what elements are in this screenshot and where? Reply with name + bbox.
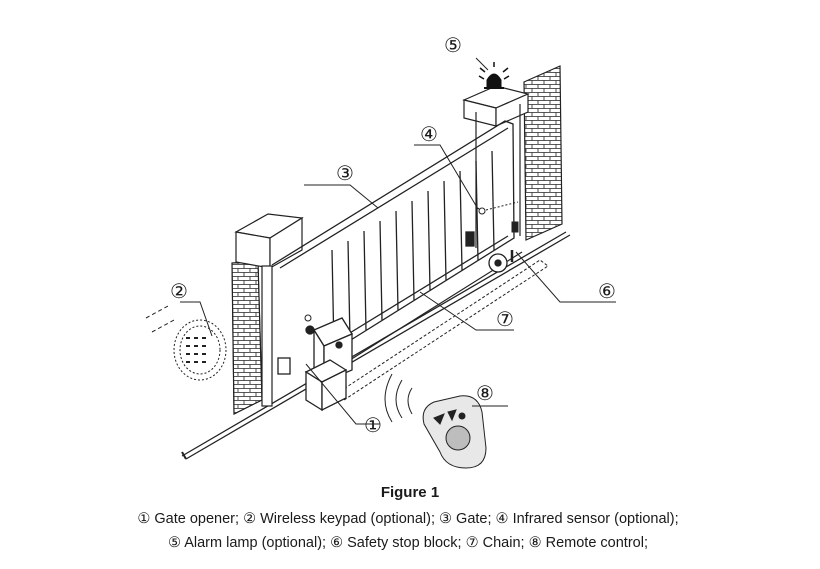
callout-3: ③ <box>336 161 354 185</box>
callout-1: ① <box>364 413 382 437</box>
legend-item-alarm-lamp: Alarm lamp (optional) <box>184 535 323 551</box>
legend-num-8: ⑧ <box>528 535 542 551</box>
legend-item-gate-opener: Gate opener <box>154 511 235 527</box>
callout-4: ④ <box>420 122 438 146</box>
separator: ; <box>235 511 244 527</box>
legend-num-7: ⑦ <box>465 535 479 551</box>
left-pillar <box>234 213 304 407</box>
legend-item-chain: Chain <box>482 535 521 551</box>
separator: ; <box>457 535 466 551</box>
remote-control <box>384 373 487 469</box>
wireless-keypad <box>145 305 227 381</box>
separator: ; <box>674 511 683 527</box>
legend-num-2: ② <box>243 511 257 527</box>
infrared-sensor <box>304 201 519 322</box>
legend-item-gate: Gate <box>456 511 488 527</box>
callout-labels: ① ② ③ ④ ⑤ ⑥ ⑦ ⑧ <box>170 33 616 437</box>
leader-lines <box>180 57 616 425</box>
legend-num-4: ④ <box>495 511 509 527</box>
separator: ; <box>520 535 529 551</box>
legend-item-infrared-sensor: Infrared sensor (optional) <box>512 511 675 527</box>
left-brick-wall <box>231 261 263 415</box>
separator: ; <box>487 511 496 527</box>
callout-6: ⑥ <box>598 279 616 303</box>
safety-stop-block <box>488 250 514 273</box>
separator: ; <box>643 535 653 551</box>
legend-num-1: ① <box>137 511 151 527</box>
gate-installation-diagram: ① ② ③ ④ ⑤ ⑥ ⑦ ⑧ <box>145 33 616 469</box>
separator: ; <box>322 535 331 551</box>
chain <box>335 251 549 401</box>
gate-opener <box>277 317 353 412</box>
separator: ; <box>430 511 440 527</box>
right-pillar <box>462 85 530 248</box>
legend-item-wireless-keypad: Wireless keypad (optional) <box>260 511 431 527</box>
sliding-gate <box>271 120 515 359</box>
alarm-lamp <box>478 62 510 89</box>
callout-7: ⑦ <box>496 307 514 331</box>
legend-item-remote-control: Remote control <box>545 535 644 551</box>
callout-5: ⑤ <box>444 33 462 57</box>
legend-num-5: ⑤ <box>167 535 181 551</box>
callout-8: ⑧ <box>476 381 494 405</box>
legend-num-3: ③ <box>439 511 453 527</box>
right-brick-wall <box>523 65 563 241</box>
legend-num-6: ⑥ <box>330 535 344 551</box>
callout-2: ② <box>170 279 188 303</box>
legend-item-safety-stop-block: Safety stop block <box>347 535 458 551</box>
figure-title: Figure 1 <box>380 484 440 501</box>
legend-line-1: ① Gate opener; ② Wireless keypad (option… <box>0 511 820 527</box>
legend-line-2: ⑤ Alarm lamp (optional); ⑥ Safety stop b… <box>0 535 820 551</box>
